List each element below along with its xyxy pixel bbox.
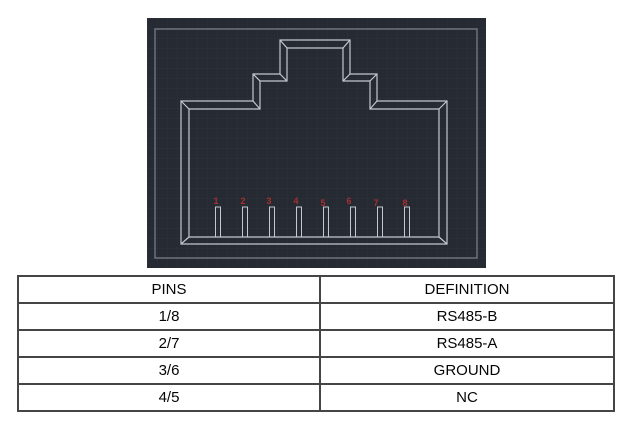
cell-pins: 1/8	[17, 302, 321, 331]
cell-definition: NC	[319, 383, 615, 412]
pin-number-2: 2	[240, 196, 245, 206]
jack-bevel-lines	[180, 39, 448, 245]
cell-definition: RS485-B	[319, 302, 615, 331]
pin-number-6: 6	[346, 196, 351, 206]
cell-pins: 2/7	[17, 329, 321, 358]
pin-contact-5	[323, 206, 329, 238]
cell-definition: GROUND	[319, 356, 615, 385]
pin-contact-3	[269, 206, 275, 238]
header-definition: DEFINITION	[319, 275, 615, 304]
pin-number-8: 8	[402, 198, 407, 208]
cad-frame-border	[154, 28, 478, 259]
table-header-row: PINS DEFINITION	[17, 275, 615, 304]
cell-definition: RS485-A	[319, 329, 615, 358]
pin-contact-6	[350, 206, 356, 238]
pin-number-5: 5	[320, 198, 325, 208]
cell-pins: 3/6	[17, 356, 321, 385]
pin-contact-4	[296, 206, 302, 238]
pin-definition-table: PINS DEFINITION 1/8 RS485-B 2/7 RS485-A …	[17, 275, 615, 412]
table-row: 4/5 NC	[17, 383, 615, 412]
pin-contact-2	[242, 206, 248, 238]
rj45-cad-svg: 1 2 3 4 5 6 7 8	[147, 18, 486, 268]
header-pins: PINS	[17, 275, 321, 304]
pin-number-3: 3	[266, 196, 271, 206]
pin-contacts	[215, 206, 410, 238]
pin-number-7: 7	[373, 198, 378, 208]
pin-number-1: 1	[213, 196, 218, 206]
pin-contact-1	[215, 206, 221, 238]
pin-number-4: 4	[293, 196, 298, 206]
table-row: 2/7 RS485-A	[17, 329, 615, 358]
cad-grid-overlay	[147, 18, 486, 268]
pin-contact-8	[404, 206, 410, 238]
table-row: 1/8 RS485-B	[17, 302, 615, 331]
pin-contact-7	[377, 206, 383, 238]
rj45-connector-diagram: 1 2 3 4 5 6 7 8	[147, 18, 486, 268]
pin-numbers: 1 2 3 4 5 6 7 8	[213, 196, 407, 208]
cell-pins: 4/5	[17, 383, 321, 412]
table-row: 3/6 GROUND	[17, 356, 615, 385]
